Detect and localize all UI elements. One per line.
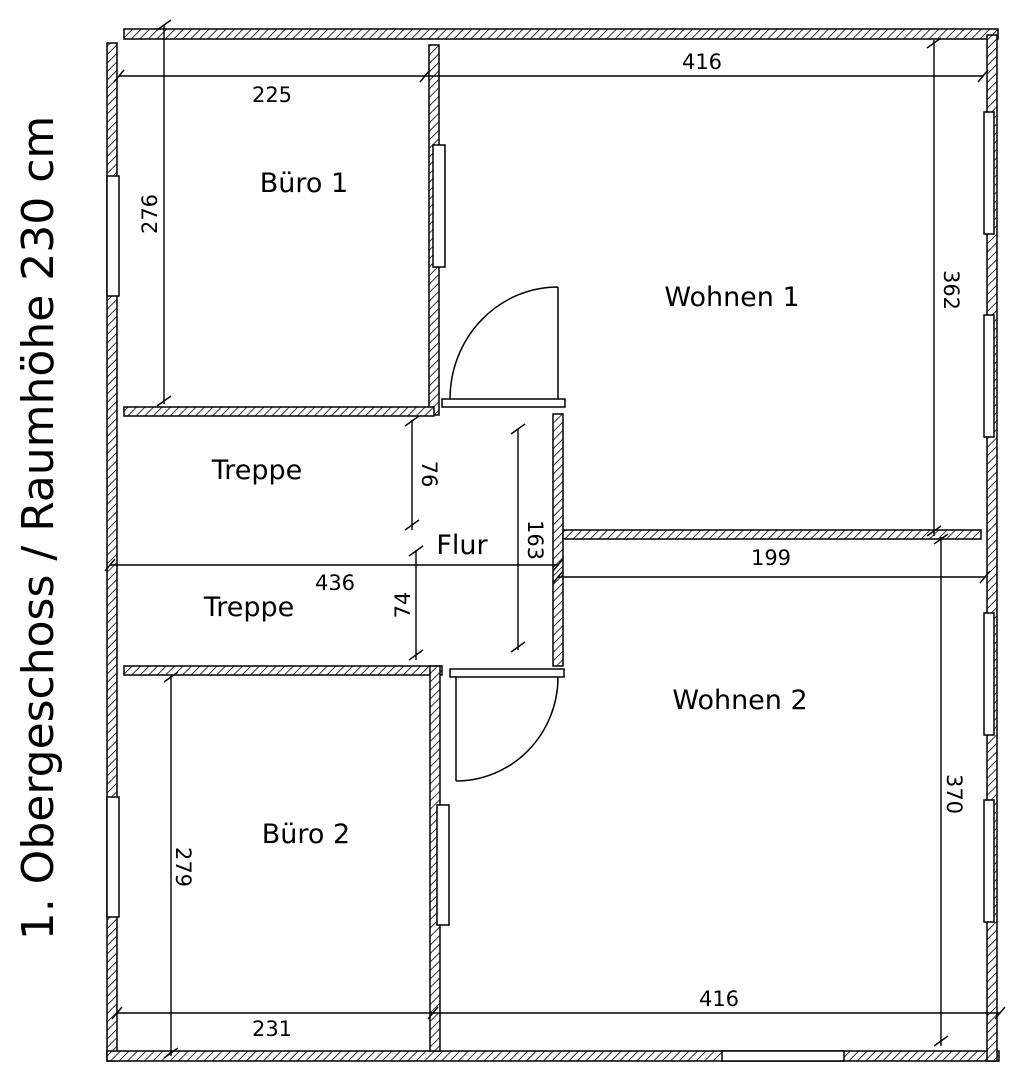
door-swing-upper [449, 286, 559, 400]
window-right-1 [983, 111, 995, 235]
dim-buero1-depth: 276 [138, 194, 162, 234]
window-buero2-left [106, 796, 120, 918]
wall-buero2-top [123, 665, 443, 676]
room-label-treppe-lower: Treppe [203, 592, 295, 623]
dim-top-right-width: 416 [682, 50, 722, 74]
room-labels: Büro 1 Wohnen 1 Treppe Flur Treppe Wohne… [203, 168, 808, 850]
window-right-3 [983, 612, 995, 736]
room-label-buero1: Büro 1 [260, 168, 348, 199]
window-buero1-right [432, 144, 446, 268]
dim-stair-upper-depth: 76 [417, 461, 441, 488]
dim-stair-lower-depth: 74 [391, 592, 415, 619]
dim-buero1-width: 225 [252, 83, 292, 107]
room-label-wohnen1: Wohnen 1 [664, 282, 799, 313]
window-right-2 [983, 314, 995, 438]
room-label-buero2: Büro 2 [262, 819, 350, 850]
window-bottom [721, 1050, 845, 1062]
wall-outer-top [123, 28, 999, 40]
wall-flur-right [552, 413, 564, 667]
dim-buero2-depth: 279 [171, 847, 195, 887]
dim-bottom-right-width: 416 [699, 987, 739, 1011]
window-buero2-right [436, 804, 450, 926]
room-label-wohnen2: Wohnen 2 [672, 685, 807, 716]
dim-total-width: 436 [315, 571, 355, 595]
wall-outer-bottom [106, 1050, 1000, 1062]
dim-flur-depth: 163 [523, 520, 547, 560]
dim-wohnen2-depth: 370 [942, 774, 966, 814]
door-swings [449, 286, 559, 782]
room-label-treppe-upper: Treppe [211, 455, 303, 486]
dimension-lines [104, 19, 1006, 1059]
window-right-4 [983, 799, 995, 923]
dim-right-segment-width: 199 [751, 546, 791, 570]
dimension-labels: 225 416 276 362 76 163 436 199 74 279 37… [138, 50, 966, 1041]
dim-wohnen1-depth: 362 [939, 270, 963, 310]
door-leaf-upper [441, 398, 566, 408]
wall-buero1-bottom [123, 406, 435, 417]
wall-wohnen-divider [562, 529, 982, 540]
wall-outer-right [986, 34, 998, 1062]
walls [106, 28, 1000, 1062]
door-swing-lower [455, 676, 559, 782]
plan-title: 1. Obergeschoss / Raumhöhe 230 cm [13, 116, 64, 941]
openings [106, 111, 995, 1062]
door-leaf-lower [449, 668, 565, 678]
window-buero1-left [106, 175, 120, 297]
room-label-flur: Flur [436, 530, 488, 561]
dim-buero2-width: 231 [252, 1017, 292, 1041]
